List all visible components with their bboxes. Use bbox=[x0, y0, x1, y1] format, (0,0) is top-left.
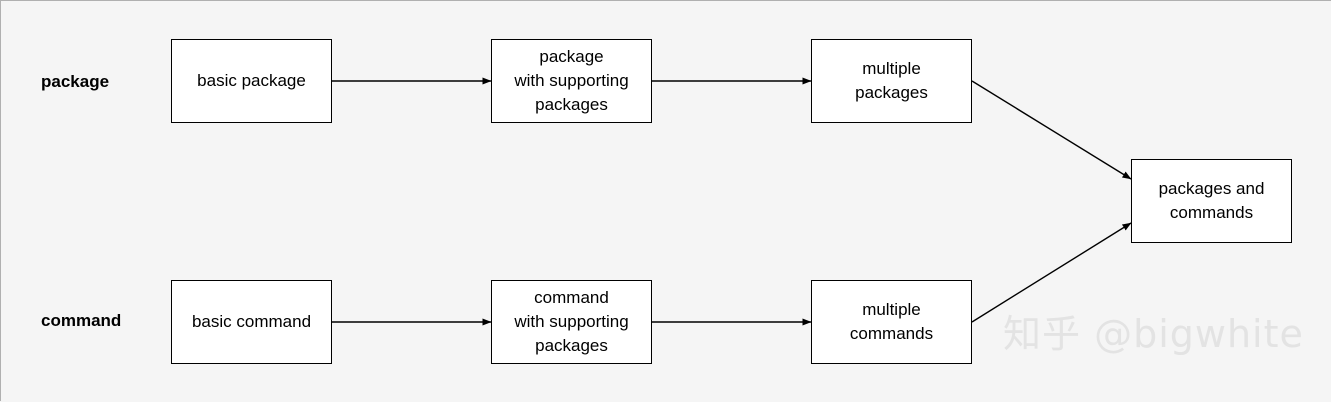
node-package-with-supporting-packages[interactable]: package with supporting packages bbox=[491, 39, 652, 123]
node-multiple-packages[interactable]: multiple packages bbox=[811, 39, 972, 123]
node-command-with-supporting-packages[interactable]: command with supporting packages bbox=[491, 280, 652, 364]
node-basic-command[interactable]: basic command bbox=[171, 280, 332, 364]
row-label-command: command bbox=[41, 311, 122, 330]
node-packages-and-commands[interactable]: packages and commands bbox=[1131, 159, 1292, 243]
edge-multiple-packages-to-packages-and-commands bbox=[971, 80, 1132, 180]
row-label-package: package bbox=[41, 72, 110, 91]
node-basic-package[interactable]: basic package bbox=[171, 39, 332, 123]
watermark-zhihu-bigwhite: 知乎 @bigwhite bbox=[1003, 312, 1304, 356]
node-multiple-commands[interactable]: multiple commands bbox=[811, 280, 972, 364]
